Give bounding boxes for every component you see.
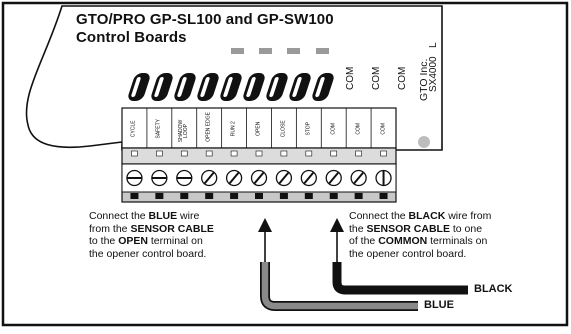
- led-indicator: [231, 48, 244, 54]
- terminal-screw: [275, 169, 293, 187]
- terminal-screw: [201, 169, 218, 187]
- block-rib: [330, 150, 338, 157]
- block-rib: [180, 150, 188, 157]
- terminal-screw: [250, 169, 268, 187]
- terminal-screw: [176, 169, 193, 187]
- note-black-wire: Connect the BLACK wire from the SENSOR C…: [349, 210, 492, 260]
- terminal-screw: [225, 169, 243, 187]
- note-blue-wire: Connect the BLUE wire from the SENSOR CA…: [89, 210, 214, 260]
- blue-wire: [261, 262, 418, 310]
- wire-slot: [329, 193, 338, 199]
- block-rib: [305, 150, 313, 157]
- terminal-label-close: CLOSE: [280, 120, 287, 138]
- diagram-title-line1: GTO/PRO GP-SL100 and GP-SW100: [76, 11, 334, 28]
- terminal-screw: [126, 169, 143, 187]
- connector-pins: [128, 73, 334, 101]
- blue-wire-arrow: [258, 218, 272, 232]
- block-rib: [380, 150, 387, 157]
- diagram-title-line2: Control Boards: [76, 29, 187, 46]
- wire-slot: [155, 193, 164, 199]
- terminal-label-shadow-loop: SHADOW LOOP: [178, 119, 189, 143]
- wire-slot: [279, 193, 288, 199]
- terminal-label-open-edge: OPEN EDGE: [205, 112, 212, 142]
- terminal-label-com-1: COM: [330, 122, 337, 135]
- terminal-label-cycle: CYCLE: [130, 120, 137, 138]
- wire-slot: [354, 193, 363, 199]
- wire-slot: [304, 193, 313, 199]
- terminal-label-open: OPEN: [255, 121, 262, 136]
- block-rib: [131, 150, 138, 157]
- led-indicator: [287, 48, 300, 54]
- wire-slot: [205, 193, 214, 199]
- block-rib: [205, 150, 213, 157]
- board-com-label-1: COM: [345, 66, 356, 90]
- blue-wire-label: BLUE: [424, 299, 454, 311]
- black-wire-arrow: [330, 218, 344, 232]
- wire-slot: [130, 193, 139, 199]
- block-rib: [230, 150, 238, 157]
- led-indicator: [259, 48, 272, 54]
- terminal-label-com-2: COM: [355, 122, 362, 135]
- terminal-screws: [126, 169, 392, 187]
- board-com-label-3: COM: [397, 66, 408, 90]
- terminal-label-run-2: RUN 2: [230, 121, 237, 137]
- black-wire-label: BLACK: [474, 283, 513, 295]
- block-rib: [156, 150, 163, 157]
- block-rib: [280, 150, 288, 157]
- terminal-label-dividers: [146, 108, 372, 148]
- terminal-block-ribs: [131, 150, 387, 157]
- terminal-label-com-3: COM: [380, 122, 387, 135]
- terminal-label-stop: STOP: [305, 121, 312, 136]
- terminal-screw: [325, 169, 342, 187]
- wire-slot: [255, 193, 263, 199]
- terminal-wire-slots: [130, 193, 388, 199]
- led-row: [231, 48, 329, 54]
- terminal-screw: [300, 169, 317, 187]
- board-suffix: L: [428, 42, 439, 48]
- status-dot: [418, 136, 430, 148]
- wire-slot: [230, 193, 239, 199]
- block-rib: [255, 150, 263, 157]
- terminal-screw: [375, 169, 392, 187]
- board-model: SX4000: [428, 56, 439, 92]
- block-rib: [355, 150, 362, 157]
- terminal-screw: [350, 169, 367, 187]
- led-indicator: [316, 48, 329, 54]
- black-wire: [332, 262, 468, 295]
- terminal-label-safety: SAFETY: [155, 119, 162, 139]
- terminal-screw: [151, 169, 168, 187]
- wire-slot: [180, 193, 189, 199]
- wire-slot: [379, 193, 388, 199]
- board-com-label-2: COM: [371, 66, 382, 90]
